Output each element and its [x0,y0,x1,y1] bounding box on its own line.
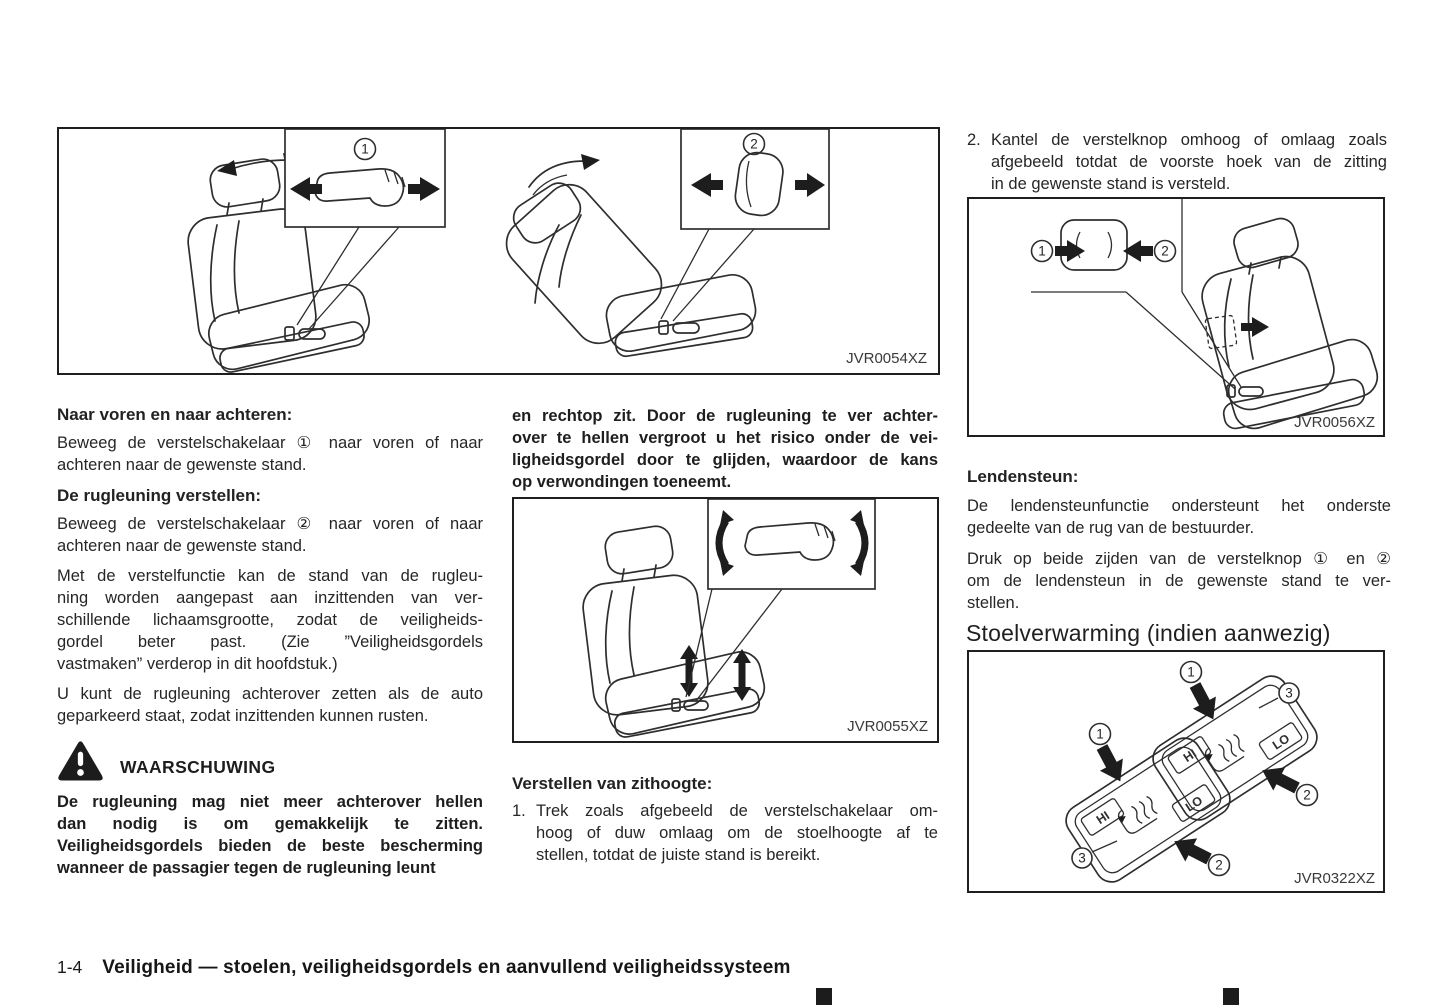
figure-front-edge: 1 2 JVR0056XZ [967,197,1385,437]
svg-text:3: 3 [1078,851,1086,866]
chapter-title: Veiligheid — stoelen, veiligheidsgordels… [102,957,791,978]
para-rest: U kunt de rugleuning achterover zetten a… [57,685,483,725]
heading-seat-heating: Stoelverwarming (indien aanwezig) [966,620,1331,646]
svg-text:3: 3 [1285,686,1293,701]
callout-arrow-icon [1262,767,1300,794]
print-registration-mark [1223,988,1239,1005]
seat-upright-drawing [187,158,371,373]
svg-text:2: 2 [1161,244,1169,259]
list-item-1: 1. Trek zoals afgebeeld de verstelschake… [512,800,938,866]
heading-backrest: De rugleuning verstellen: [57,486,262,505]
callout-arrow-icon [1174,838,1212,865]
arrow-right-icon [408,177,440,201]
callout-circle-2 [1295,783,1319,807]
seat-reclined-drawing [505,182,757,358]
arrow-left-icon [290,177,322,201]
seat-heat-icon [1117,796,1158,834]
list-number: 2. [967,131,981,149]
seat-heating-illustration: HI LO HI LO 1 2 [1065,660,1375,887]
callout-circle-1 [353,137,377,161]
callout-circle-1 [1030,239,1054,263]
seat-drawing [582,525,766,738]
inset-lumbar-switch: 1 2 [1030,199,1242,390]
callout-circle-3 [1278,682,1300,704]
page-footer: 1-4 Veiligheid — stoelen, veiligheidsgor… [57,957,791,979]
para-lumbar-2: Druk op beide zijden van de verstelknop … [967,550,1391,612]
figure-caption: JVR0054XZ [846,350,927,367]
callout-circle-1 [1179,660,1203,684]
lift-arrow-icon [733,649,751,701]
tilt-arrow-icon [715,510,734,576]
print-registration-mark [816,988,832,1005]
figure-caption: JVR0055XZ [847,718,928,735]
list-item-2-text: Kantel de verstelknop omhoog of omlaag z… [991,131,1387,193]
callout-circle-3 [1071,847,1093,869]
seat-adjustment-illustration: 1 2 [187,128,927,373]
svg-text:1: 1 [361,142,369,157]
lift-arrow-icon [680,645,698,697]
warning-paragraph: De rugleuning mag niet meer achterover h… [57,793,483,877]
figure-seat-adjustment: 1 2 [57,127,940,375]
callout-circle-2 [1153,239,1177,263]
svg-text:1: 1 [1038,244,1046,259]
callout-circle-1 [1088,722,1112,746]
arrow-left-icon [1123,240,1153,262]
svg-text:1: 1 [1096,727,1104,742]
callout-line [1091,840,1118,853]
heading-seat-height: Verstellen van zithoogte: [512,774,713,793]
para-backrest: Beweeg de verstelschakelaar ② naar voren… [57,515,483,555]
tilt-arrow-icon [850,510,869,576]
list-number: 1. [512,802,526,820]
para-lumbar-1: De lendensteunfunctie ondersteunt het on… [967,497,1391,537]
callout-wedge [1125,291,1242,390]
middle-column-top: en rechtop zit. Door de rugleuning te ve… [512,405,938,501]
warning-title: WAARSCHUWING [120,757,276,777]
heading-lumbar: Lendensteun: [967,467,1079,486]
figure-seat-heating: HI LO HI LO 1 2 [967,650,1385,893]
recline-arrow [528,154,600,196]
svg-text:2: 2 [750,137,758,152]
seat-height-illustration: JVR0055XZ [582,498,928,738]
arrow-left-icon [691,173,723,197]
middle-column-bottom: Verstellen van zithoogte: 1. Trek zoals … [512,772,938,866]
right-column-top: 2. Kantel de verstelknop omhoog of omlaa… [967,129,1387,195]
figure-caption: JVR0056XZ [1294,414,1375,431]
callout-wedge-2 [660,228,755,322]
callout-wedge [685,588,783,702]
warning-continuation: en rechtop zit. Door de rugleuning te ve… [512,407,938,491]
heading-forward-backward: Naar voren en naar achteren: [57,405,293,424]
para-forward: Beweeg de verstelschakelaar ① naar voren… [57,434,483,474]
warning-header: WAARSCHUWING [57,739,483,781]
warning-triangle-icon [58,741,103,781]
arrow-right-icon [1055,240,1085,262]
para-recline: Met de verstelfunctie kan de stand van d… [57,567,483,673]
right-column-lumbar: Lendensteun: De lendensteunfunctie onder… [967,465,1391,622]
callout-arrow-icon [1189,682,1216,720]
seat-drawing [1201,217,1379,430]
figure-seat-height: JVR0055XZ [512,497,939,743]
inset-height-switch [707,498,876,590]
callout-arrow-icon [1096,744,1123,782]
svg-text:2: 2 [1215,858,1223,873]
figure-caption: JVR0322XZ [1294,870,1375,887]
list-item-1-text: Trek zoals afgebeeld de verstelschakelaa… [536,802,938,864]
callout-wedge-1 [296,226,400,330]
callout-circle-2 [1207,853,1231,877]
svg-text:1: 1 [1187,665,1195,680]
inset-switch-1: 1 [284,128,446,228]
arrow-right-icon [1241,317,1269,337]
heating-heading-wrap: Stoelverwarming (indien aanwezig) [966,620,1331,647]
callout-circle-2 [742,132,766,156]
svg-text:2: 2 [1303,788,1311,803]
lumbar-switch-drawing [1060,219,1128,271]
list-item-2: 2. Kantel de verstelknop omhoog of omlaa… [967,129,1387,195]
inset-switch-2: 2 [680,128,830,230]
seat-heat-icon [1204,734,1245,772]
callout-line [1258,697,1279,709]
page-number: 1-4 [57,957,83,977]
front-edge-illustration: 1 2 JVR0056XZ [1030,199,1379,431]
lumbar-area-dashed [1204,314,1238,350]
left-column: Naar voren en naar achteren: Beweeg de v… [57,403,483,887]
arrow-right-icon [795,173,825,197]
